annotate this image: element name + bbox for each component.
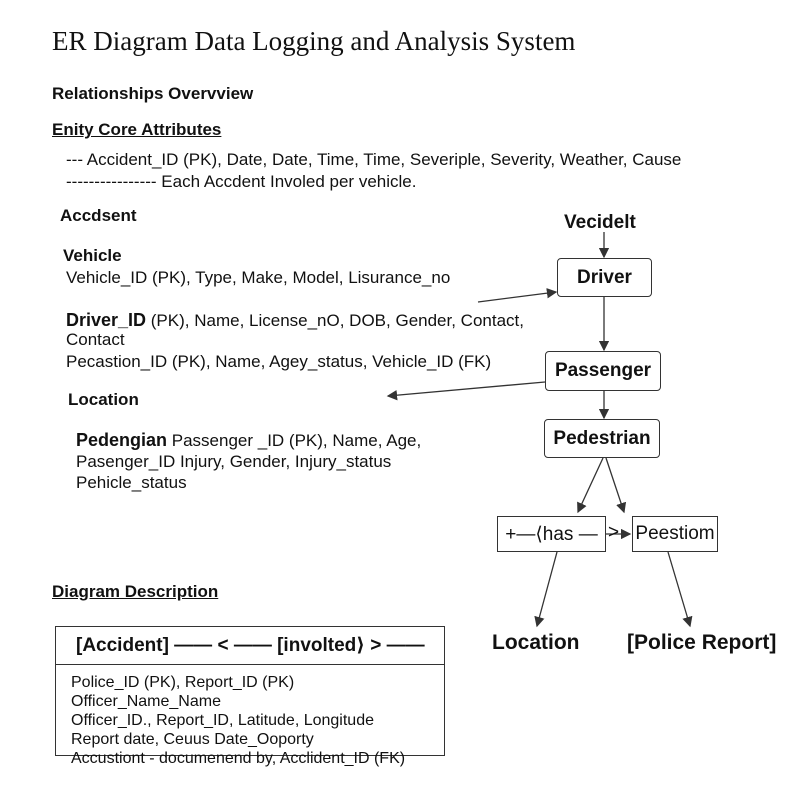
driver-id-label: Driver_ID <box>66 310 147 330</box>
connector-has-to-location <box>534 551 558 628</box>
peestiom-label: Peestiom <box>635 523 715 544</box>
vehicle-heading: Vehicle <box>63 246 122 265</box>
has-relationship-label: +—⟨has — <box>505 523 598 545</box>
pedestrian-attributes-3: Pehicle_status <box>76 473 187 492</box>
pedestrian-label: Pedengian <box>76 430 168 450</box>
vehicle-attributes: Vehicle_ID (PK), Type, Make, Model, Lisu… <box>66 268 451 287</box>
relationships-heading: Relationships Overvview <box>52 84 254 103</box>
connector-passenger-to-location <box>386 381 546 401</box>
description-line: Accustiont - documenend by, Acclident_ID… <box>71 750 406 767</box>
description-box: [Accident] —— < —— [involted⟩ > —— Polic… <box>55 626 445 767</box>
has-arrow-glyph: > <box>608 522 620 543</box>
driver-attributes-cont: Contact <box>66 330 125 349</box>
diagram-description-heading: Diagram Description <box>52 582 219 601</box>
passenger-entity-label: Passenger <box>554 360 652 381</box>
pedestrian-entity-label: Pedestrian <box>553 427 651 449</box>
connector-peestiom-to-police-report <box>667 551 693 628</box>
driver-entity-label: Driver <box>577 266 632 288</box>
passenger-attributes: Pecastion_ID (PK), Name, Agey_status, Ve… <box>66 352 492 371</box>
core-attributes-heading: Enity Core Attributes <box>52 120 222 139</box>
connector-pedestrian-to-has-left <box>577 457 604 514</box>
driver-attributes-text: (PK), Name, License_nO, DOB, Gender, Con… <box>146 311 524 330</box>
accident-heading: Accdsent <box>60 206 137 225</box>
description-box-body: Police_ID (PK), Report_ID (PK) Officer_N… <box>71 673 444 768</box>
passenger-entity-node: Passenger <box>545 351 661 391</box>
description-box-header: [Accident] —— < —— [involted⟩ > —— <box>56 627 444 665</box>
flow-top-label: Vecidelt <box>564 212 636 233</box>
location-entity-label: Location <box>492 631 580 654</box>
peestiom-node: Peestiom <box>632 516 718 552</box>
pedestrian-attributes-text: Passenger _ID (PK), Name, Age, <box>167 431 422 450</box>
core-attributes-line-1: --- Accident_ID (PK), Date, Date, Time, … <box>66 150 682 169</box>
description-line: Police_ID (PK), Report_ID (PK) Officer_N… <box>71 674 295 710</box>
description-line: Report date, Ceuus Date_Ooporty <box>71 731 314 748</box>
police-report-entity-label: [Police Report] <box>627 631 777 654</box>
page-title: ER Diagram Data Logging and Analysis Sys… <box>52 26 576 56</box>
connector-pedestrian-to-has-right <box>605 457 627 514</box>
driver-attributes: Driver_ID (PK), Name, License_nO, DOB, G… <box>66 310 524 331</box>
pedestrian-entity-node: Pedestrian <box>544 419 660 458</box>
pedestrian-attributes-2: Pasenger_ID Injury, Gender, Injury_statu… <box>76 452 392 471</box>
has-relationship-node: +—⟨has — <box>497 516 606 552</box>
description-line: Officer_ID., Report_ID, Latitude, Longit… <box>71 712 374 729</box>
driver-entity-node: Driver <box>557 258 652 297</box>
connector-left-to-driver <box>477 287 558 303</box>
pedestrian-attributes-1: Pedengian Passenger _ID (PK), Name, Age, <box>76 430 421 451</box>
location-heading: Location <box>68 390 139 409</box>
core-attributes-line-2: ---------------- Each Accdent Involed pe… <box>66 172 417 191</box>
description-header-text: [Accident] —— < —— [involted⟩ > —— <box>76 635 425 656</box>
